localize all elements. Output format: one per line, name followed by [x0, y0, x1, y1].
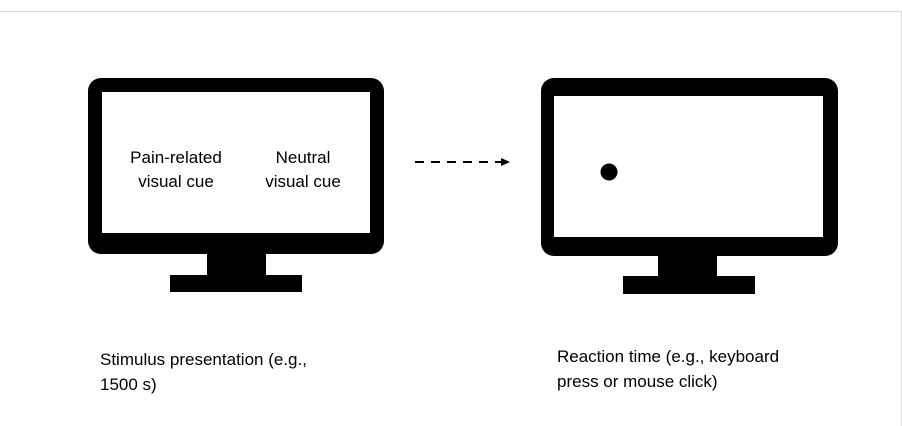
dashed-arrow-icon: [415, 158, 510, 166]
right-monitor-neck: [658, 253, 717, 277]
probe-dot-icon: [600, 163, 618, 181]
left-monitor-neck: [207, 252, 266, 275]
stimulus-presentation-caption: Stimulus presentation (e.g., 1500 s): [100, 350, 307, 394]
right-monitor-icon: [541, 78, 838, 294]
pain-related-cue-label: Pain-related visual cue: [130, 148, 222, 191]
right-monitor-screen: [554, 96, 823, 237]
reaction-time-caption: Reaction time (e.g., keyboard press or m…: [557, 347, 780, 391]
neutral-cue-label: Neutral visual cue: [265, 148, 341, 191]
left-monitor-icon: [88, 78, 384, 292]
left-monitor-screen: [102, 92, 370, 233]
arrow-head: [501, 158, 510, 166]
left-monitor-base: [170, 275, 302, 292]
right-monitor-base: [623, 276, 755, 294]
frame-top-border: [0, 11, 902, 12]
